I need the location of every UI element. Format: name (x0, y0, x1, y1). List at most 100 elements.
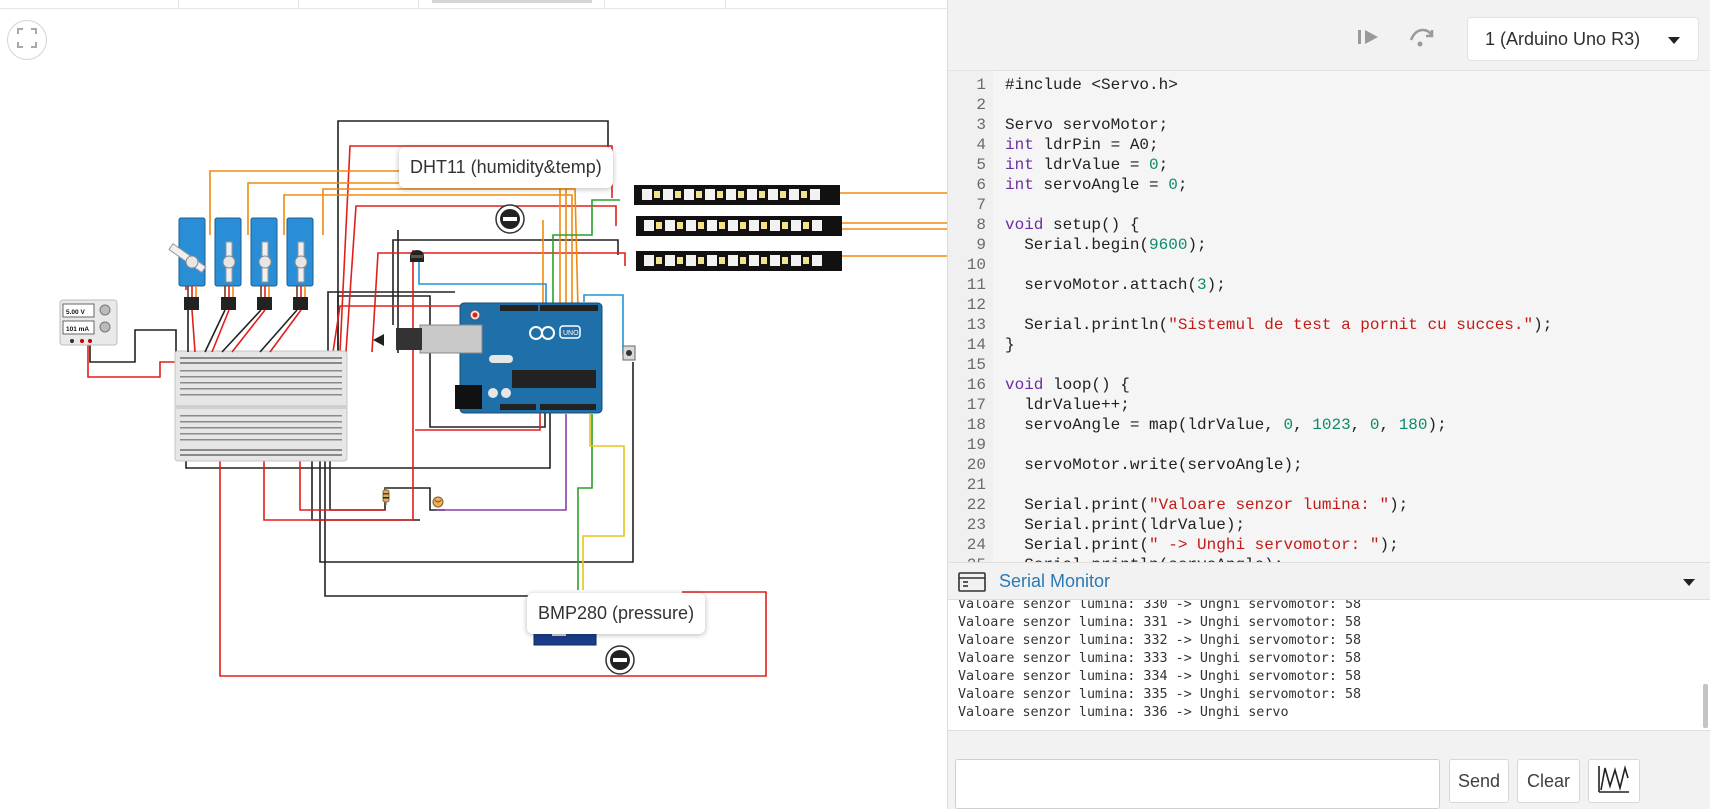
svg-text:UNO: UNO (563, 330, 579, 337)
power-voltage: 5.00 V (66, 309, 85, 316)
serial-line: Valoare senzor lumina: 332 -> Unghi serv… (958, 633, 1362, 648)
code-line[interactable]: 21 (948, 475, 1710, 495)
serial-scrollbar[interactable] (1703, 684, 1708, 728)
code-line[interactable]: 1#include <Servo.h> (948, 75, 1710, 95)
code-text: void loop() { (1005, 376, 1130, 394)
circuit-drawing[interactable]: 5.00 V 101 mA (0, 9, 947, 809)
code-line[interactable]: 13 Serial.println("Sistemul de test a po… (948, 315, 1710, 335)
device-select[interactable]: 1 (Arduino Uno R3) (1467, 17, 1699, 61)
dht11-marker[interactable] (495, 204, 525, 234)
arduino-uno-board[interactable]: UNO (373, 302, 603, 414)
resistor[interactable] (382, 488, 390, 505)
servo-motors[interactable] (168, 217, 314, 310)
serial-line: Valoare senzor lumina: 334 -> Unghi serv… (958, 669, 1362, 684)
line-number: 9 (976, 236, 986, 254)
code-line[interactable]: 22 Serial.print("Valoare senzor lumina: … (948, 495, 1710, 515)
code-line[interactable]: 18 servoAngle = map(ldrValue, 0, 1023, 0… (948, 415, 1710, 435)
code-text: Serial.println(servoAngle); (993, 555, 1283, 562)
circuit-canvas[interactable]: 5.00 V 101 mA (0, 9, 947, 809)
clear-button[interactable]: Clear (1517, 759, 1580, 803)
step-over-icon (1407, 26, 1435, 53)
code-line[interactable]: 24 Serial.print(" -> Unghi servomotor: "… (948, 535, 1710, 555)
line-number: 12 (966, 296, 986, 314)
dht11-tooltip-label: DHT11 (humidity&temp) (410, 157, 602, 177)
serial-input-bar: Send Clear (948, 749, 1710, 809)
code-line[interactable]: 7 (948, 195, 1710, 215)
code-text: void setup() { (1005, 216, 1140, 234)
plotter-button[interactable] (1588, 759, 1640, 803)
serial-output[interactable]: Valoare senzor lumina: 330 -> Unghi serv… (948, 600, 1710, 731)
bmp280-marker[interactable] (605, 645, 635, 675)
code-text: Serial.print(ldrValue); (1005, 516, 1246, 534)
serial-monitor-header[interactable]: Serial Monitor (948, 562, 1710, 600)
line-number: 5 (976, 156, 986, 174)
code-line[interactable]: 9 Serial.begin(9600); (948, 235, 1710, 255)
line-number: 19 (966, 436, 986, 454)
serial-input[interactable] (955, 759, 1440, 809)
step-forward-button[interactable] (1352, 22, 1386, 56)
code-line[interactable]: 5 int ldrValue = 0; (948, 155, 1710, 175)
code-text (993, 475, 1005, 495)
line-number: 16 (966, 376, 986, 394)
line-number: 6 (976, 176, 986, 194)
code-text: int ldrPin = A0; (1005, 136, 1159, 154)
code-text: int servoAngle = 0; (1005, 176, 1188, 194)
serial-monitor-icon (958, 572, 986, 597)
line-number: 13 (966, 316, 986, 334)
serial-line: Valoare senzor lumina: 333 -> Unghi serv… (958, 651, 1362, 666)
breadboard[interactable] (174, 350, 348, 462)
servo-leads (187, 286, 306, 353)
clear-label: Clear (1526, 770, 1570, 791)
send-button[interactable]: Send (1449, 759, 1509, 803)
code-text: Serial.println("Sistemul de test a porni… (1005, 316, 1553, 334)
line-number: 15 (966, 356, 986, 374)
code-text: int ldrValue = 0; (1005, 156, 1169, 174)
code-line[interactable]: 15 (948, 355, 1710, 375)
serial-line: Valoare senzor lumina: 330 -> Unghi serv… (958, 600, 1362, 612)
line-number: 1 (976, 76, 986, 94)
photoresistor[interactable] (432, 496, 444, 508)
code-line[interactable]: 11 servoMotor.attach(3); (948, 275, 1710, 295)
code-line[interactable]: 12 (948, 295, 1710, 315)
code-text: Serial.print(" -> Unghi servomotor: "); (1005, 536, 1399, 554)
collapse-chevron-icon[interactable] (1683, 579, 1695, 586)
code-line[interactable]: 23 Serial.print(ldrValue); (948, 515, 1710, 535)
line-number-gutter (948, 71, 993, 562)
line-number: 22 (966, 496, 986, 514)
step-over-button[interactable] (1404, 22, 1438, 56)
line-number: 14 (966, 336, 986, 354)
code-line[interactable]: 20 servoMotor.write(servoAngle); (948, 455, 1710, 475)
code-line[interactable]: 16 void loop() { (948, 375, 1710, 395)
code-line[interactable]: 25 Serial.println(servoAngle); (948, 555, 1710, 562)
step-forward-icon (1356, 27, 1382, 52)
push-button[interactable] (622, 345, 636, 361)
code-line[interactable]: 17 ldrValue++; (948, 395, 1710, 415)
graph-plotter-icon (1597, 764, 1631, 799)
led-strips[interactable] (634, 185, 842, 271)
code-line[interactable]: 10 (948, 255, 1710, 275)
chevron-down-icon (1668, 37, 1680, 44)
code-text: ldrValue++; (1005, 396, 1130, 414)
code-line[interactable]: 6 int servoAngle = 0; (948, 175, 1710, 195)
power-current: 101 mA (66, 326, 89, 333)
bmp280-tooltip: BMP280 (pressure) (527, 593, 706, 634)
code-line[interactable]: 19 (948, 435, 1710, 455)
code-text (993, 95, 1005, 115)
tmp-sensor[interactable] (410, 250, 424, 262)
code-toolbar: 1 (Arduino Uno R3) (948, 0, 1710, 70)
fit-to-view-button[interactable] (7, 20, 47, 60)
device-select-value: 1 (Arduino Uno R3) (1485, 28, 1641, 49)
serial-lines: Valoare senzor lumina: 330 -> Unghi serv… (958, 600, 1361, 722)
code-line[interactable]: 14} (948, 335, 1710, 355)
code-line[interactable]: 2 (948, 95, 1710, 115)
code-text (993, 435, 1005, 455)
power-supply[interactable] (59, 299, 118, 346)
bmp280-tooltip-label: BMP280 (pressure) (538, 603, 695, 623)
fit-screen-icon (16, 27, 38, 54)
